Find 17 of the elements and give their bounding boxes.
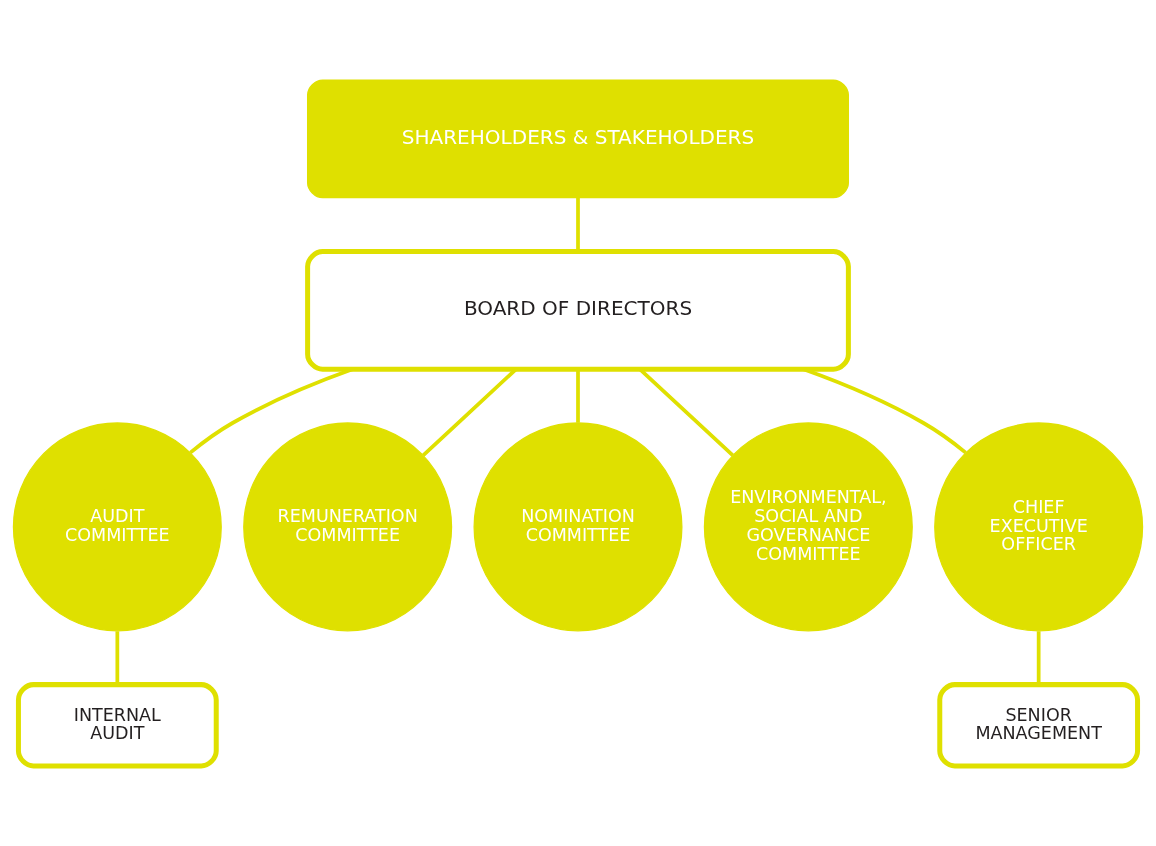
node-circle: ENVIRONMENTAL, SOCIAL AND GOVERNANCE COMMITTEE <box>703 422 913 632</box>
node-box: INTERNAL AUDIT <box>15 682 219 769</box>
connector <box>639 368 735 457</box>
node-box: SHAREHOLDERS & STAKEHOLDERS <box>307 79 849 199</box>
node-circle: NOMINATION COMMITTEE <box>473 422 683 632</box>
node-box: SENIOR MANAGEMENT <box>937 682 1141 769</box>
connector <box>115 631 120 685</box>
node-box: BOARD OF DIRECTORS <box>305 249 851 372</box>
connector <box>802 367 967 455</box>
node-circle: AUDIT COMMITTEE <box>12 422 222 632</box>
connector <box>576 197 580 252</box>
connector <box>1036 631 1041 685</box>
connector <box>189 367 354 455</box>
node-circle: REMUNERATION COMMITTEE <box>243 422 453 632</box>
connector <box>421 368 517 457</box>
node-circle: CHIEF EXECUTIVE OFFICER <box>934 422 1144 632</box>
connector <box>576 369 580 423</box>
